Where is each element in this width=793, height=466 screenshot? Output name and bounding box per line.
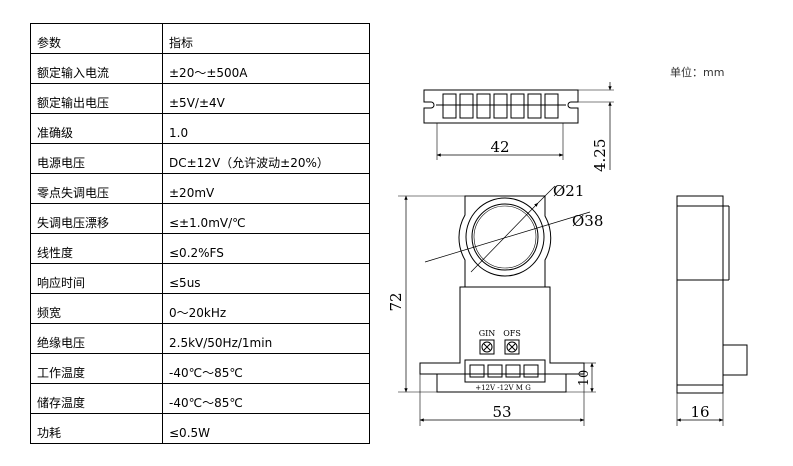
pin-label: +12V -12V M G — [475, 384, 531, 392]
spec-cell: ±5V/±4V — [162, 83, 370, 114]
param-cell: 功耗 — [30, 413, 163, 444]
param-cell: 响应时间 — [30, 263, 163, 294]
param-cell: 绝缘电压 — [30, 323, 163, 354]
table-row: 功耗≤0.5W — [30, 413, 370, 444]
table-row: 失调电压漂移≤±1.0mV/℃ — [30, 203, 370, 234]
spec-cell: ±20～±500A — [162, 53, 370, 84]
param-cell: 准确级 — [30, 113, 163, 144]
dim-top-width: 42 — [490, 138, 509, 156]
top-view — [423, 82, 614, 170]
param-cell: 电源电压 — [30, 143, 163, 174]
param-cell: 零点失调电压 — [30, 173, 163, 204]
dim-height: 72 — [387, 292, 405, 311]
gin-label: GIN — [479, 329, 496, 338]
dim-side-width: 16 — [690, 403, 709, 421]
spec-cell: ≤±1.0mV/℃ — [162, 203, 370, 234]
dim-base-height: 10 — [577, 370, 592, 387]
ofs-label: OFS — [503, 329, 521, 338]
spec-cell: ≤0.2%FS — [162, 233, 370, 264]
param-cell: 失调电压漂移 — [30, 203, 163, 234]
spec-cell: -40℃～85℃ — [162, 353, 370, 384]
table-header-row: 参数 指标 — [30, 23, 370, 54]
table-row: 额定输出电压±5V/±4V — [30, 83, 370, 114]
table-row: 工作温度-40℃～85℃ — [30, 353, 370, 384]
spec-cell: ±20mV — [162, 173, 370, 204]
dim-top-height: 4.25 — [591, 139, 609, 172]
table-row: 线性度≤0.2%FS — [30, 233, 370, 264]
dim-inner-diameter: Ø21 — [553, 182, 584, 200]
param-cell: 线性度 — [30, 233, 163, 264]
table-row: 额定输入电流±20～±500A — [30, 53, 370, 84]
header-spec: 指标 — [162, 23, 370, 54]
spec-cell: 1.0 — [162, 113, 370, 144]
spec-cell: 0～20kHz — [162, 293, 370, 324]
header-param: 参数 — [30, 23, 163, 54]
unit-label: 单位：mm — [670, 66, 725, 79]
dim-width: 53 — [492, 403, 511, 421]
front-view — [398, 185, 596, 426]
dim-outer-diameter: Ø38 — [572, 212, 603, 230]
spec-cell: DC±12V（允许波动±20%） — [162, 143, 370, 174]
table-row: 零点失调电压±20mV — [30, 173, 370, 204]
side-view — [676, 195, 748, 426]
table-row: 储存温度-40℃～85℃ — [30, 383, 370, 414]
spec-cell: -40℃～85℃ — [162, 383, 370, 414]
spec-cell: ≤0.5W — [162, 413, 370, 444]
param-cell: 储存温度 — [30, 383, 163, 414]
